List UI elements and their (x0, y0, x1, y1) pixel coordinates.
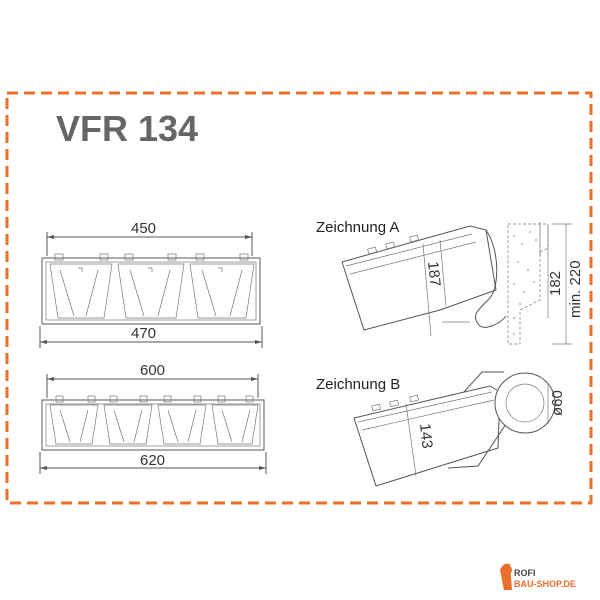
logo-line2: BAU-SHOP.DE (514, 579, 576, 589)
pipe-circle (494, 372, 556, 434)
dim-143: 143 (416, 423, 436, 450)
dim-187: 187 (424, 261, 444, 288)
dim-470: 470 (131, 325, 156, 342)
dim-600: 600 (140, 362, 165, 379)
product-title: VFR 134 (56, 108, 198, 149)
drawing-b: Zeichnung B ø60 143 (316, 371, 566, 487)
dim-182: 182 (547, 271, 564, 296)
dashed-frame (5, 91, 593, 505)
drawing-b-label: Zeichnung B (316, 376, 400, 393)
dim-620: 620 (140, 452, 165, 469)
dim-min220: min. 220 (567, 260, 584, 318)
front-view-600: 600 620 (39, 362, 267, 474)
dim-450: 450 (131, 220, 156, 237)
front-view-450: 450 470 (39, 220, 263, 348)
drawing-a-label: Zeichnung A (316, 219, 399, 236)
shop-logo: ROFI BAU-SHOP.DE (500, 563, 576, 590)
logo-line1: ROFI (514, 568, 536, 578)
drawing-a: Zeichnung A 187 182 min. 220 (316, 219, 584, 345)
dim-diameter: ø60 (549, 390, 566, 416)
